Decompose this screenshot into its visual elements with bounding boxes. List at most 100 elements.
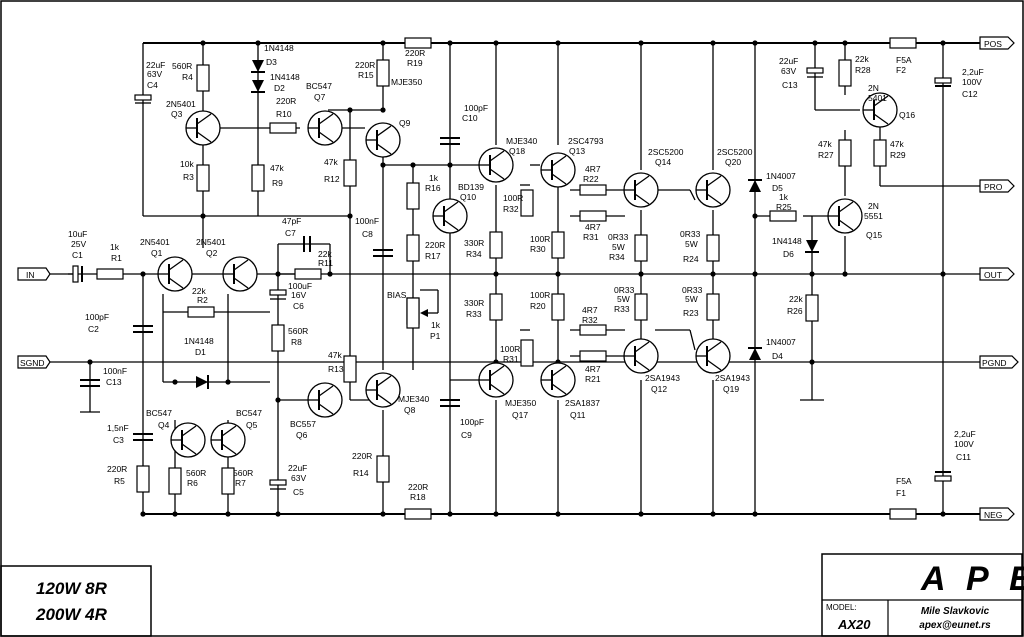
component-label: Q12	[651, 384, 667, 394]
component-label: 1k	[431, 320, 441, 330]
component-label: R33	[466, 309, 482, 319]
component-label: F5A	[896, 476, 912, 486]
component-label: R20	[530, 301, 546, 311]
author-email: apex@eunet.rs	[919, 620, 991, 631]
component-label: 560R	[186, 468, 206, 478]
component-label: 2SA1837	[565, 398, 600, 408]
component-label: 100R	[500, 344, 520, 354]
component-label: BC547	[236, 408, 262, 418]
rating-line-2: 200W 4R	[35, 605, 108, 624]
component-label: R32	[503, 204, 519, 214]
component-label: 1N4148	[184, 336, 214, 346]
component-label: 5W	[685, 239, 698, 249]
component-label: 560R	[172, 61, 192, 71]
component-label: R4	[182, 72, 193, 82]
component-label: R11	[318, 258, 333, 268]
author-name: Mile Slavkovic	[921, 606, 990, 617]
component-label: 100R	[503, 193, 523, 203]
component-label: 5W	[617, 294, 630, 304]
component-label: 220R	[276, 96, 296, 106]
component-label: R29	[890, 150, 906, 160]
component-label: Q7	[314, 92, 326, 102]
component-label: 1N4007	[766, 171, 796, 181]
component-label: 100R	[530, 234, 550, 244]
component-label: Q10	[460, 192, 476, 202]
component-label: Q15	[866, 230, 882, 240]
component-label: 0R33	[682, 285, 703, 295]
model-label: MODEL:	[826, 603, 857, 612]
component-label: 4R7	[585, 222, 601, 232]
component-label: 25V	[71, 239, 86, 249]
component-label: C5	[293, 487, 304, 497]
diodes	[196, 60, 819, 389]
component-label: 2,2uF	[962, 67, 984, 77]
component-label: 4R7	[585, 364, 601, 374]
capacitors	[68, 67, 952, 490]
component-label: 47k	[270, 163, 284, 173]
component-label: BD139	[458, 182, 484, 192]
component-label: C2	[88, 324, 99, 334]
component-label: 22k	[318, 249, 332, 259]
component-label: R22	[583, 174, 599, 184]
component-label: 2N	[868, 83, 879, 93]
component-label: 22uF	[288, 463, 307, 473]
component-label: D6	[783, 249, 794, 259]
component-label: Q9	[399, 118, 411, 128]
component-label: 5W	[612, 242, 625, 252]
component-label: 1N4148	[772, 236, 802, 246]
component-label: 100V	[962, 77, 982, 87]
component-label: Q6	[296, 430, 308, 440]
component-label: 4R7	[582, 305, 598, 315]
component-label: 220R	[355, 60, 375, 70]
component-label: 63V	[291, 473, 306, 483]
component-label: R27	[818, 150, 834, 160]
component-label: BC547	[146, 408, 172, 418]
component-label: Q16	[899, 110, 915, 120]
component-label: R31	[503, 354, 519, 364]
component-label: 100R	[530, 290, 550, 300]
component-label: 10k	[180, 159, 194, 169]
resistors	[96, 37, 887, 520]
component-label: 2SC5200	[717, 147, 753, 157]
component-label: 47k	[890, 139, 904, 149]
component-label: R16	[425, 183, 441, 193]
component-label: 5401	[868, 93, 887, 103]
component-labels: 22uF63VC4560RR42N5401Q310kR31N4148D31N41…	[68, 43, 984, 502]
component-label: C3	[113, 435, 124, 445]
component-label: C6	[293, 301, 304, 311]
component-label: R1	[111, 253, 122, 263]
port-neg: NEG	[984, 510, 1002, 520]
component-label: 22k	[855, 54, 869, 64]
component-label: 47k	[324, 157, 338, 167]
port-pgnd: PGND	[982, 358, 1007, 368]
component-label: 5551	[864, 211, 883, 221]
component-label: C1	[72, 250, 83, 260]
component-label: D4	[772, 351, 783, 361]
component-label: 22uF	[779, 56, 798, 66]
component-label: F5A	[896, 55, 912, 65]
component-label: Q5	[246, 420, 258, 430]
port-out: OUT	[984, 270, 1002, 280]
component-label: 1,5nF	[107, 423, 129, 433]
component-label: 220R	[425, 240, 445, 250]
component-label: R25	[776, 202, 792, 212]
component-label: R10	[276, 109, 292, 119]
component-label: 47k	[328, 350, 342, 360]
component-label: R31	[583, 232, 599, 242]
component-label: 330R	[464, 238, 484, 248]
component-label: 2SA1943	[645, 373, 680, 383]
component-label: 2N5401	[196, 237, 226, 247]
component-label: 560R	[288, 326, 308, 336]
wires	[50, 42, 980, 515]
component-label: 10uF	[68, 229, 87, 239]
component-label: R12	[324, 174, 340, 184]
component-label: 1N4148	[270, 72, 300, 82]
component-label: Q18	[509, 146, 525, 156]
component-label: 100pF	[460, 417, 484, 427]
component-label: C10	[462, 113, 478, 123]
component-label: R32	[582, 315, 598, 325]
component-label: C8	[362, 229, 373, 239]
component-label: 2SA1943	[715, 373, 750, 383]
component-label: Q13	[569, 146, 585, 156]
rating-line-1: 120W 8R	[36, 579, 108, 598]
